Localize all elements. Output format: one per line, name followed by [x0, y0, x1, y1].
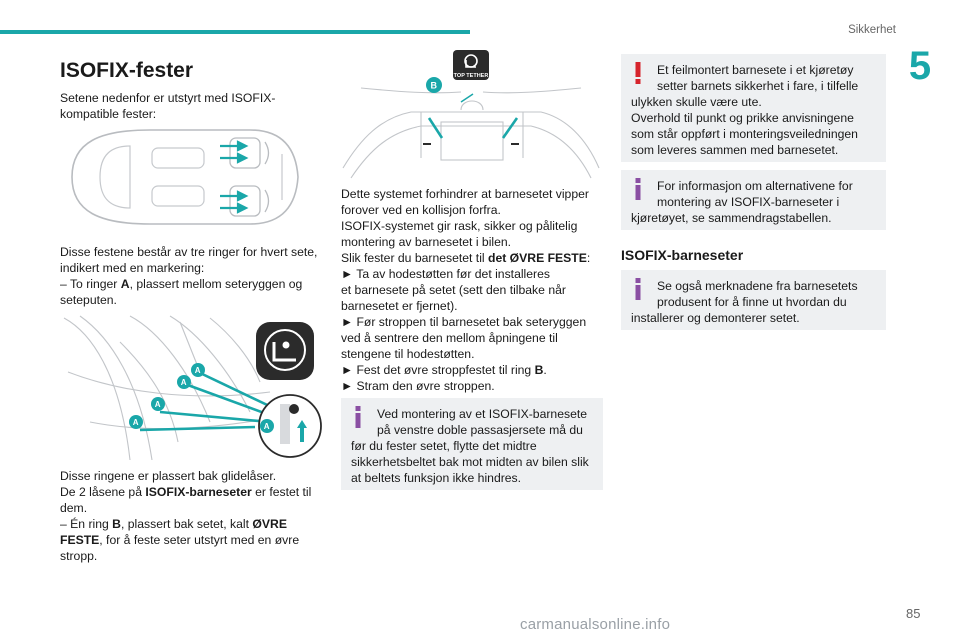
info-icon: [355, 406, 361, 428]
car-top-view-illustration: [71, 129, 299, 225]
col2-line-2: forover ved en kollisjon forfra.: [341, 203, 501, 217]
info-line: montering av ISOFIX-barneseter i: [657, 195, 840, 209]
warning-icon: [635, 62, 641, 84]
ring-b-line: – Én ring B, plassert bak setet, kalt ØV…: [60, 517, 287, 531]
locks-line: De 2 låsene på ISOFIX-barneseter er fest…: [60, 485, 312, 499]
label-a: A: [181, 378, 187, 387]
section-heading: ISOFIX-barneseter: [621, 247, 744, 263]
step-4: ► Stram den øvre stroppen.: [341, 379, 495, 393]
info-box-passenger: Ved montering av et ISOFIX-barnesete på …: [341, 398, 603, 490]
info-line: kjøretøyet, se sammendragstabellen.: [631, 211, 832, 225]
step-3: ► Fest det øvre stroppfestet til ring B.: [341, 363, 547, 377]
rings-line-1: Disse festene består av tre ringer for h…: [60, 245, 318, 259]
column-1: ISOFIX-fester Setene nedenfor er utstyrt…: [60, 58, 322, 122]
seat-anchors-illustration: A A A A A: [63, 315, 322, 461]
info-line: produsent for å finne ut hvordan du: [657, 295, 847, 309]
top-tether-label: TOP TETHER: [454, 73, 489, 79]
step-2-cont-2: stengene til hodestøtten.: [341, 347, 475, 361]
info-icon: [635, 278, 641, 300]
top-accent-bar: [0, 30, 470, 34]
locks-line-2: dem.: [60, 501, 88, 515]
info-line: Se også merknadene fra barnesetets: [657, 279, 858, 293]
info-line: før du fester setet, flytte det midtre: [351, 439, 537, 453]
step-1-cont: et barnesete på setet (sett den tilbake …: [341, 283, 566, 297]
label-b: B: [431, 81, 438, 91]
step-1: ► Ta av hodestøtten før det installeres: [341, 267, 550, 281]
ring-b-line-2: FESTE, for å feste seter utstyrt med en …: [60, 533, 300, 547]
info-line: at beltets funksjon ikke hindres.: [351, 471, 522, 485]
info-box-summary: For informasjon om alternativene for mon…: [621, 170, 886, 230]
step-1-cont-2: barnesetet er fjernet).: [341, 299, 458, 313]
watermark: carmanualsonline.info: [520, 616, 671, 633]
label-a: A: [155, 400, 161, 409]
page-title: ISOFIX-fester: [60, 59, 194, 82]
info-icon: [635, 178, 641, 200]
warning-line: ulykken skulle være ute.: [631, 95, 762, 109]
rings-line-2: indikert med en markering:: [60, 261, 205, 275]
top-tether-icon: [453, 50, 489, 80]
column-1-para-2: Disse festene består av tre ringer for h…: [60, 244, 322, 308]
warning-box: Et feilmontert barnesete i et kjøretøy s…: [621, 54, 886, 162]
seat-anchors-figure: A A A A A: [60, 312, 322, 461]
label-a: A: [133, 418, 139, 427]
step-2-cont: ved å sentrere den mellom åpningene til: [341, 331, 558, 345]
info-box-manufacturer: Se også merknadene fra barnesetets produ…: [621, 270, 886, 330]
column-3-heading: ISOFIX-barneseter: [621, 246, 886, 264]
info-line: Ved montering av et ISOFIX-barnesete: [377, 407, 588, 421]
rings-line-3: – To ringer A, plassert mellom seterygge…: [60, 277, 303, 291]
info-line: sikkerhetsbeltet bak mot midten av bilen…: [351, 455, 589, 469]
ring-b-line-3: stropp.: [60, 549, 98, 563]
info-line: på venstre doble passasjersete må du: [377, 423, 583, 437]
warning-line: setter barnets sikkerhet i fare, i tilfe…: [657, 79, 859, 93]
warning-line: Overhold til punkt og prikke anvisningen…: [631, 111, 854, 125]
rings-line-4: seteputen.: [60, 293, 117, 307]
column-2-text: Dette systemet forhindrer at barnesetet …: [341, 186, 611, 394]
info-line: For informasjon om alternativene for: [657, 179, 853, 193]
label-a: A: [264, 422, 270, 431]
column-1-para-3: Disse ringene er plassert bak glidelåser…: [60, 468, 322, 564]
warning-line: Et feilmontert barnesete i et kjøretøy: [657, 63, 854, 77]
intro-line-1: Setene nedenfor er utstyrt med ISOFIX-: [60, 91, 276, 105]
top-tether-illustration: B TOP TETHER: [342, 50, 600, 179]
chapter-number: 5: [908, 44, 932, 88]
info-line: installerer og demonterer setet.: [631, 311, 800, 325]
intro-line-2: kompatible fester:: [60, 107, 157, 121]
label-a: A: [195, 366, 201, 375]
col2-line-3: ISOFIX-systemet gir rask, sikker og påli…: [341, 219, 578, 233]
top-tether-figure: B TOP TETHER: [341, 48, 603, 180]
col2-line-4: montering av barnesetet i bilen.: [341, 235, 512, 249]
col2-line-5: Slik fester du barnesetet til det ØVRE F…: [341, 251, 591, 265]
step-2: ► Før stroppen til barnesetet bak setery…: [341, 315, 587, 329]
warning-line: som leveres sammen med barnesetet.: [631, 143, 839, 157]
zipper-line: Disse ringene er plassert bak glidelåser…: [60, 469, 277, 483]
page-number: 85: [906, 606, 921, 621]
warning-line: som står oppført i monteringsveiledninge…: [631, 127, 858, 141]
section-title: Sikkerhet: [848, 24, 896, 36]
col2-line-1: Dette systemet forhindrer at barnesetet …: [341, 187, 589, 201]
car-top-view-figure: [60, 124, 305, 230]
